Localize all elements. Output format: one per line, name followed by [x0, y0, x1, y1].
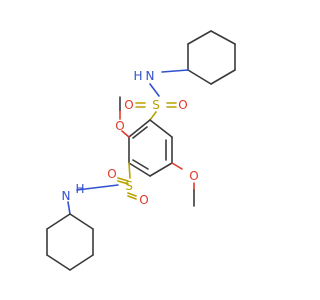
atom-o-bottom-b: O [139, 193, 148, 207]
structure-canvas: N H S O O O O S O O H N [46, 30, 236, 271]
bond-s-o [127, 195, 137, 200]
aromatic-bond [132, 126, 148, 139]
bond [128, 119, 151, 138]
atom-n-bottom: N [62, 189, 71, 203]
bond-n-s [149, 83, 160, 97]
atom-o-methoxy-2: O [115, 119, 124, 133]
atom-o-top-b: O [178, 98, 187, 112]
top-cyclohexyl-ring [187, 30, 236, 85]
bond-s-o [117, 177, 129, 182]
atom-o-methoxy-5: O [189, 169, 198, 183]
bond [149, 162, 173, 177]
bond-s-ring [128, 162, 131, 179]
bond [46, 213, 71, 230]
atom-o-bottom-a: O [107, 167, 116, 181]
atom-s-top: S [152, 98, 160, 112]
benzene-ring [128, 119, 173, 177]
atom-s-bottom: S [125, 179, 133, 193]
molecule-drawing: N H S O O O O S O O H N [46, 30, 236, 271]
atom-o-top-a: O [124, 98, 133, 112]
bond-s-o [117, 180, 129, 185]
bottom-sulfonyl [67, 162, 137, 215]
bond [121, 130, 130, 138]
bond [210, 69, 236, 85]
atom-h-bottom: H [75, 182, 84, 196]
bond-n-ring [67, 201, 71, 215]
bond [46, 254, 71, 271]
bond [69, 213, 94, 230]
bond [69, 254, 94, 271]
bond [128, 162, 151, 177]
atom-labels: N H S O O O O S O O H N [62, 69, 199, 207]
bottom-cyclohexyl-ring [46, 213, 94, 271]
top-sulfonyl [135, 102, 177, 121]
bond-s-ring [149, 111, 157, 121]
bond-s-o [127, 192, 137, 197]
bond-s-n [76, 184, 119, 191]
bond [187, 69, 212, 85]
bond [210, 30, 236, 45]
bond-n-ring [161, 69, 189, 73]
atom-n-top: N [146, 69, 155, 83]
bond [149, 119, 173, 138]
methoxy-5 [171, 162, 195, 207]
atom-h-top: H [133, 69, 142, 83]
methoxy-2 [119, 96, 130, 138]
bond [171, 162, 183, 170]
bond [187, 30, 212, 45]
aromatic-bond [132, 159, 149, 170]
